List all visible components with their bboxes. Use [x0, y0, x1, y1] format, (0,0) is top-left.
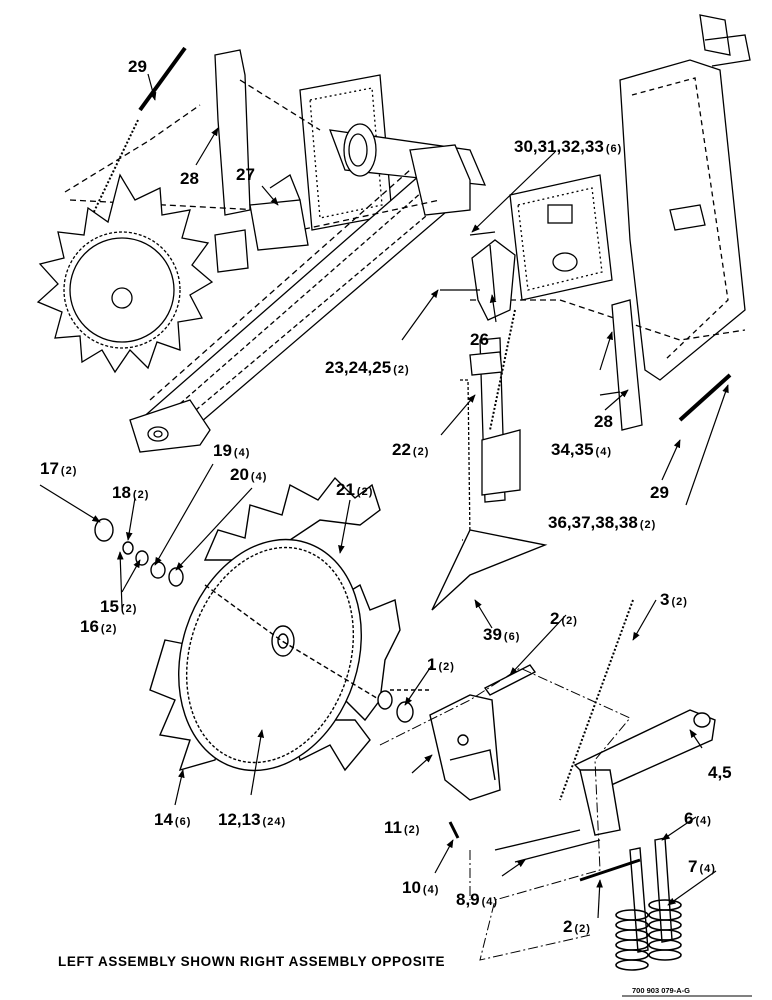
callout-8-9: 8,9(4): [456, 890, 498, 909]
callout-3: 3(2): [660, 590, 688, 609]
callout-21: 21(2): [336, 480, 373, 499]
callout-28-left: 28: [180, 169, 199, 188]
callout-12-13: 12,13(24): [218, 810, 286, 829]
upper-frame-assembly: [64, 14, 751, 541]
callout-39: 39(6): [483, 625, 520, 644]
callout-23-25: 23,24,25(2): [325, 358, 410, 377]
figure-id: 700 903 079-A-G: [632, 986, 690, 995]
callout-2-upper: 2(2): [550, 609, 578, 628]
callout-17: 17(2): [40, 459, 77, 478]
callout-1: 1(2): [427, 655, 455, 674]
callout-11: 11(2): [384, 818, 420, 837]
callout-4-5: 4,5: [708, 763, 732, 782]
callout-26: 26: [470, 330, 489, 349]
callout-30-33: 30,31,32,33(6): [514, 137, 622, 156]
callout-34-35: 34,35(4): [551, 440, 612, 459]
lower-bracket-assembly: [379, 529, 716, 971]
callout-7: 7(4): [688, 857, 716, 876]
upper-star-wheel: [36, 173, 214, 374]
callout-36-38: 36,37,38,38(2): [548, 513, 656, 532]
callout-15: 15(2): [100, 597, 137, 616]
callout-19: 19(4): [213, 441, 250, 460]
leader-lines: [39, 73, 729, 919]
callout-18: 18(2): [112, 483, 149, 502]
callout-27: 27: [236, 165, 255, 184]
callout-16: 16(2): [80, 617, 117, 636]
callout-14: 14(6): [154, 810, 191, 829]
callout-29-left: 29: [128, 57, 147, 76]
assembly-caption: LEFT ASSEMBLY SHOWN RIGHT ASSEMBLY OPPOS…: [58, 954, 446, 969]
callout-2-lower: 2(2): [563, 917, 591, 936]
callout-29-right: 29: [650, 483, 669, 502]
callout-20: 20(4): [230, 465, 267, 484]
callouts: 29 28 27 30,31,32,33(6) 26 23,24,25(2) 2…: [40, 57, 732, 936]
callout-10: 10(4): [402, 878, 439, 897]
callout-22: 22(2): [392, 440, 429, 459]
star-wheel-assembly: [94, 476, 430, 772]
callout-28-right: 28: [594, 412, 613, 431]
callout-6: 6(4): [684, 809, 712, 828]
